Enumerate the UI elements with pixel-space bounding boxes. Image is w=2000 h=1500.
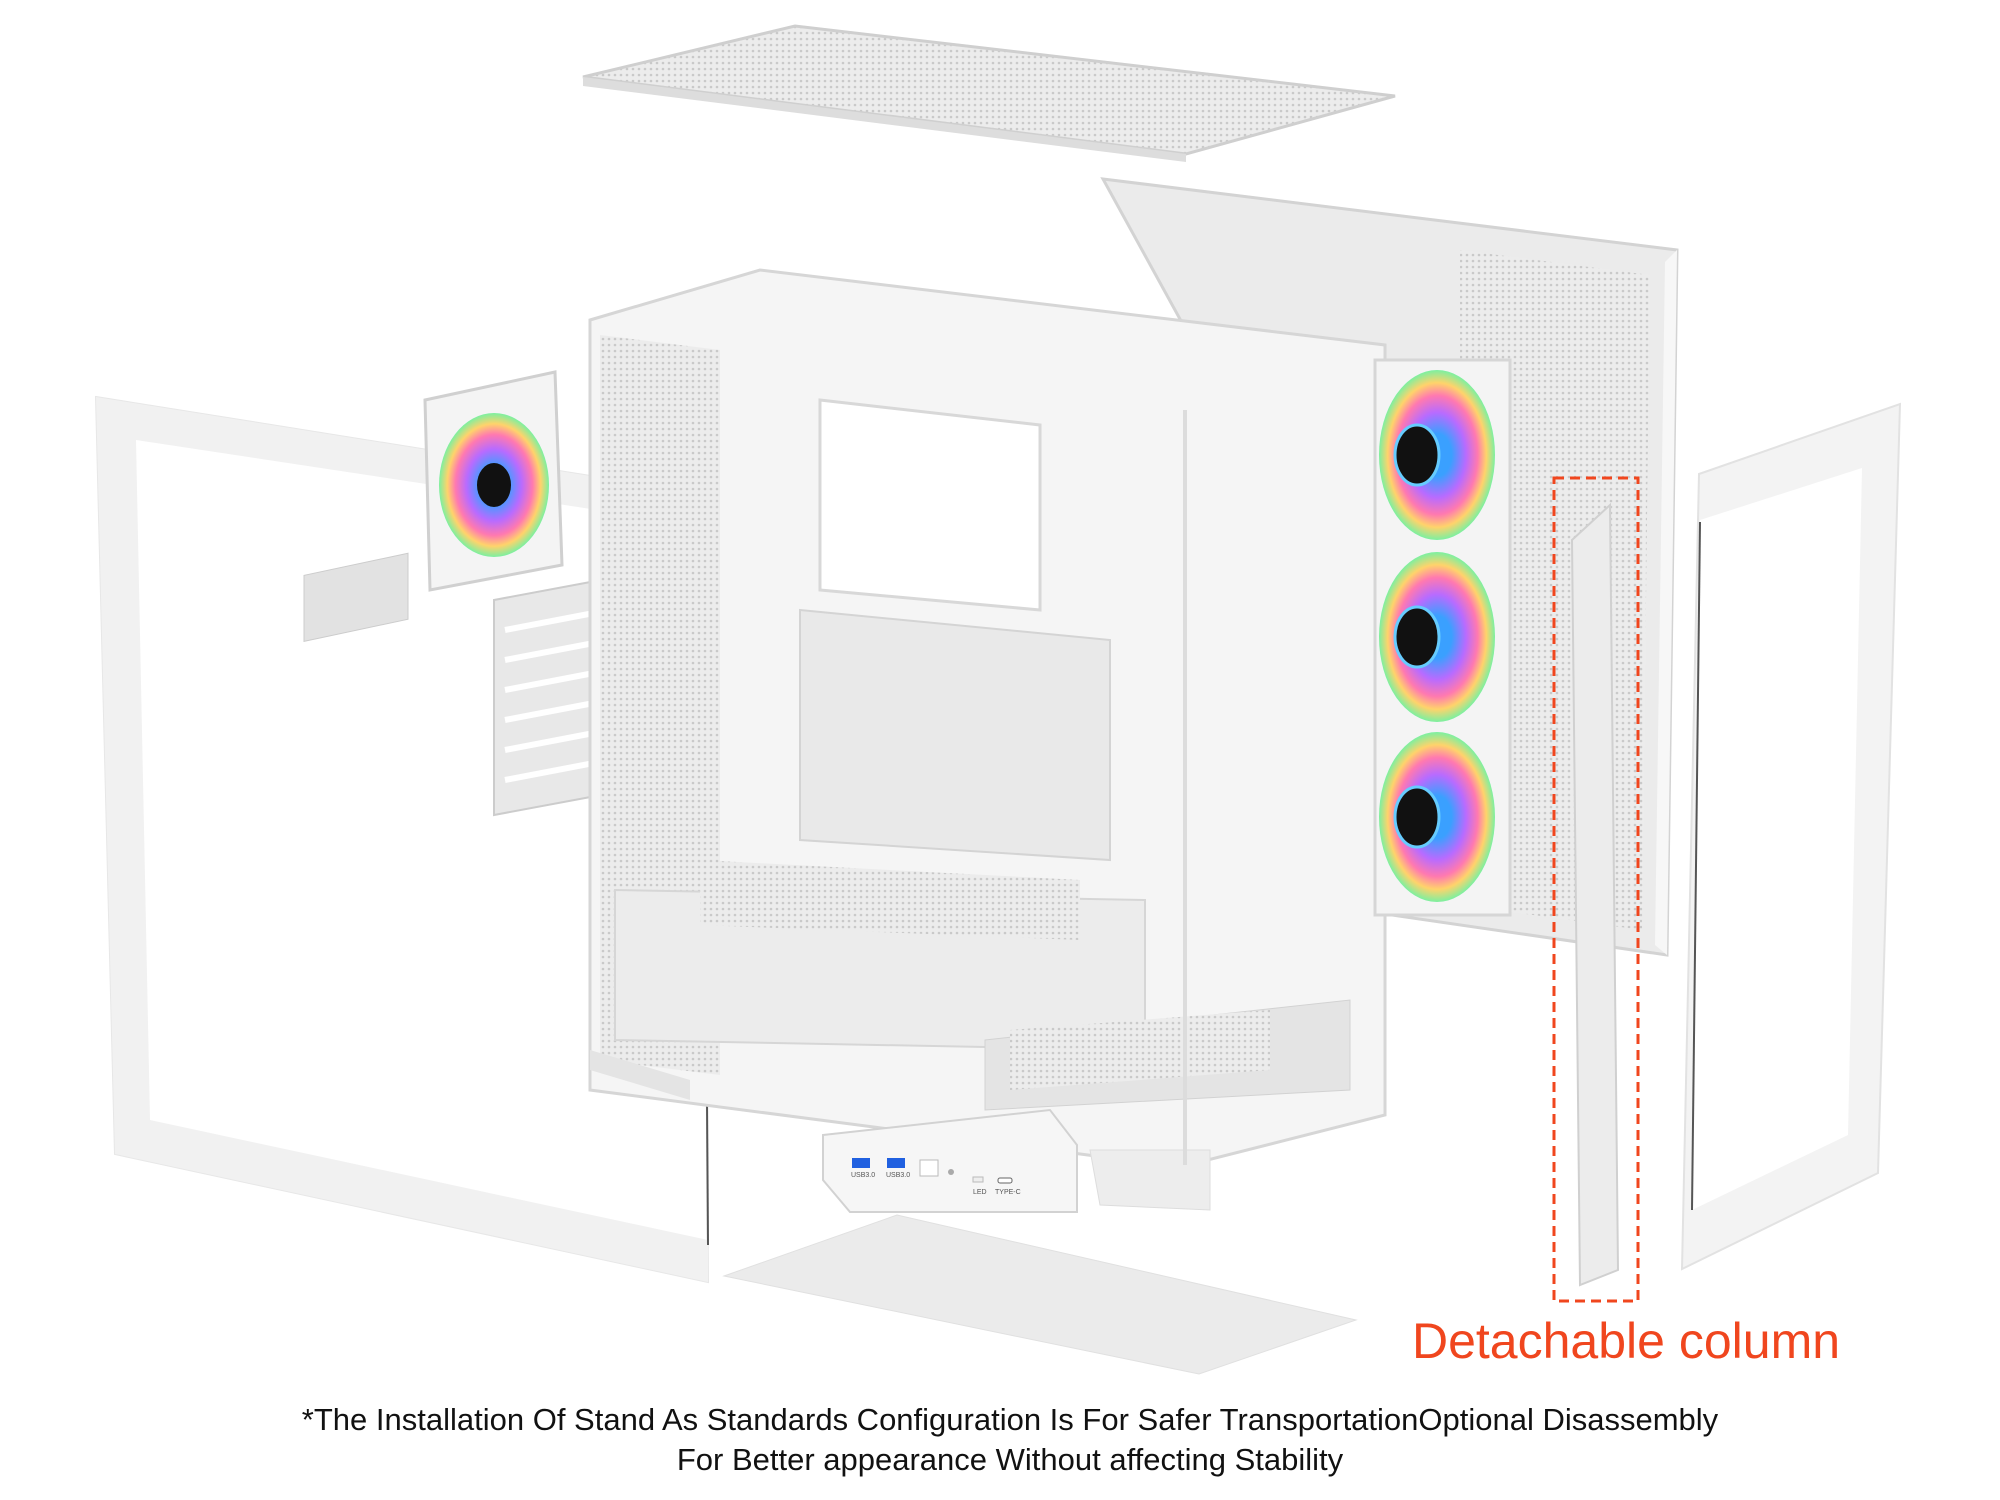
bottom-dust-plate [722,1214,1358,1375]
power-button [919,1159,939,1177]
io-label: USB3.0 [886,1172,910,1179]
small-cover-plate [303,552,409,642]
led-button [972,1176,984,1183]
callout-dashed-box [1552,476,1640,1303]
side-rgb-fan [423,370,564,592]
right-glass-panel [1680,402,1902,1271]
chassis-frame [588,268,1387,1211]
usb-port [852,1158,870,1168]
detachable-column [1552,476,1640,1303]
front-fan-2 [1379,552,1495,722]
type-c-port [997,1177,1013,1184]
io-label: TYPE-C [995,1189,1021,1196]
io-label: USB3.0 [851,1172,875,1179]
footnote-line-2: For Better appearance Without affecting … [676,1442,1344,1477]
audio-jack [948,1169,954,1175]
footnote-line-1: *The Installation Of Stand As Standards … [301,1402,1719,1437]
detachable-column-label: Detachable column [1412,1313,1841,1369]
usb-port [887,1158,905,1168]
top-mesh-panel [582,24,1396,162]
front-io-panel: USB3.0 USB3.0 LED TYPE-C [822,1108,1078,1213]
front-fan-1 [1379,370,1495,540]
front-fan-3 [1379,732,1495,902]
front-fans [1373,358,1512,917]
io-label: LED [973,1189,987,1196]
